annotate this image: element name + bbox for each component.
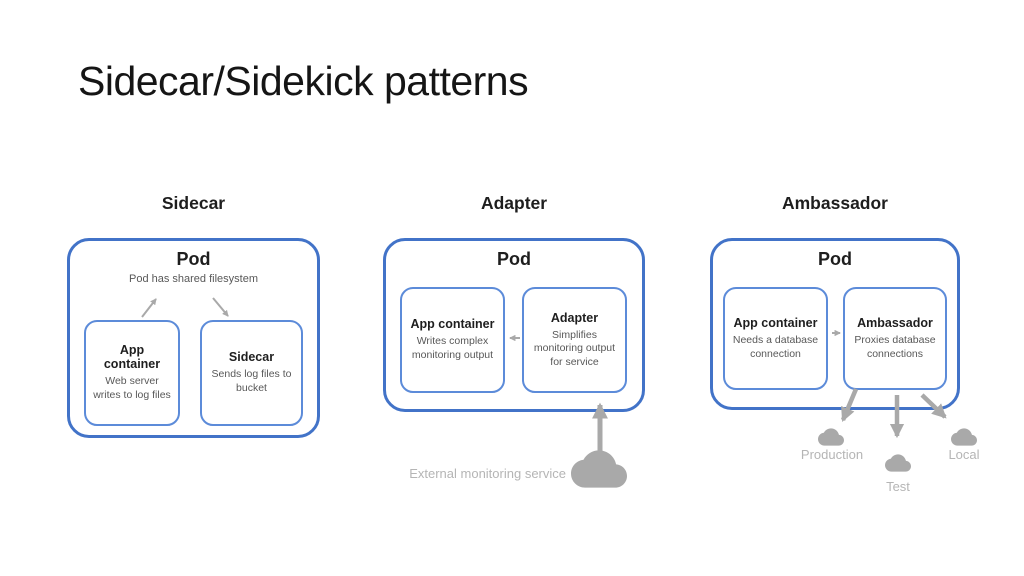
container-desc: Web server writes to log files [93,375,171,401]
shared-filesystem-arrows-icon [141,297,229,318]
container-desc: Needs a database connection [732,333,819,360]
slide-title: Sidecar/Sidekick patterns [78,58,529,104]
container-desc: Proxies database connections [854,333,936,360]
container-desc: Sends log files to bucket [211,368,292,394]
sidecar-pod: Pod Pod has shared filesystem App contai… [67,238,320,438]
container-title: Ambassador [857,315,933,330]
container-desc: Writes complex monitoring output [411,335,494,361]
ambassador-container-box: Ambassador Proxies database connections [843,287,947,390]
cloud-icon [951,428,977,446]
app-container-box: App container Writes complex monitoring … [400,287,505,393]
sidecar-heading: Sidecar [161,193,226,213]
container-title: Sidecar [228,350,275,365]
adapter-heading: Adapter [480,193,548,213]
deployment-arrows-icon [840,388,947,439]
pod-label: Pod [176,249,211,269]
app-container-box: App container Needs a database connectio… [723,287,828,390]
pod-subtitle: Pod has shared filesystem [128,273,258,285]
pod-label: Pod [497,249,531,269]
cloud-icon [818,428,844,446]
adapter-to-app-arrow-icon [509,334,520,342]
pod-label: Pod [818,249,852,269]
adapter-container-box: Adapter Simplifies monitoring output for… [522,287,627,393]
app-container-box: App container Web server writes to log f… [84,320,180,426]
app-to-ambassador-arrow-icon [832,329,841,337]
container-title: App container [733,315,818,330]
external-monitoring-label: External monitoring service [409,466,566,481]
production-env-label: Production [800,447,864,462]
container-title: App container [103,343,161,372]
monitoring-up-arrow-icon [591,402,609,456]
ambassador-pod: Pod App container Needs a database conne… [710,238,960,410]
container-title: App container [410,317,495,332]
container-desc: Simplifies monitoring output for service [533,328,616,368]
adapter-pod: Pod App container Writes complex monitor… [383,238,645,412]
cloud-icon [571,450,627,488]
cloud-icon [885,454,911,472]
test-env-label: Test [886,479,910,494]
local-env-label: Local [948,447,980,462]
sidecar-container-box: Sidecar Sends log files to bucket [200,320,303,426]
ambassador-heading: Ambassador [781,193,888,213]
container-title: Adapter [550,310,599,325]
